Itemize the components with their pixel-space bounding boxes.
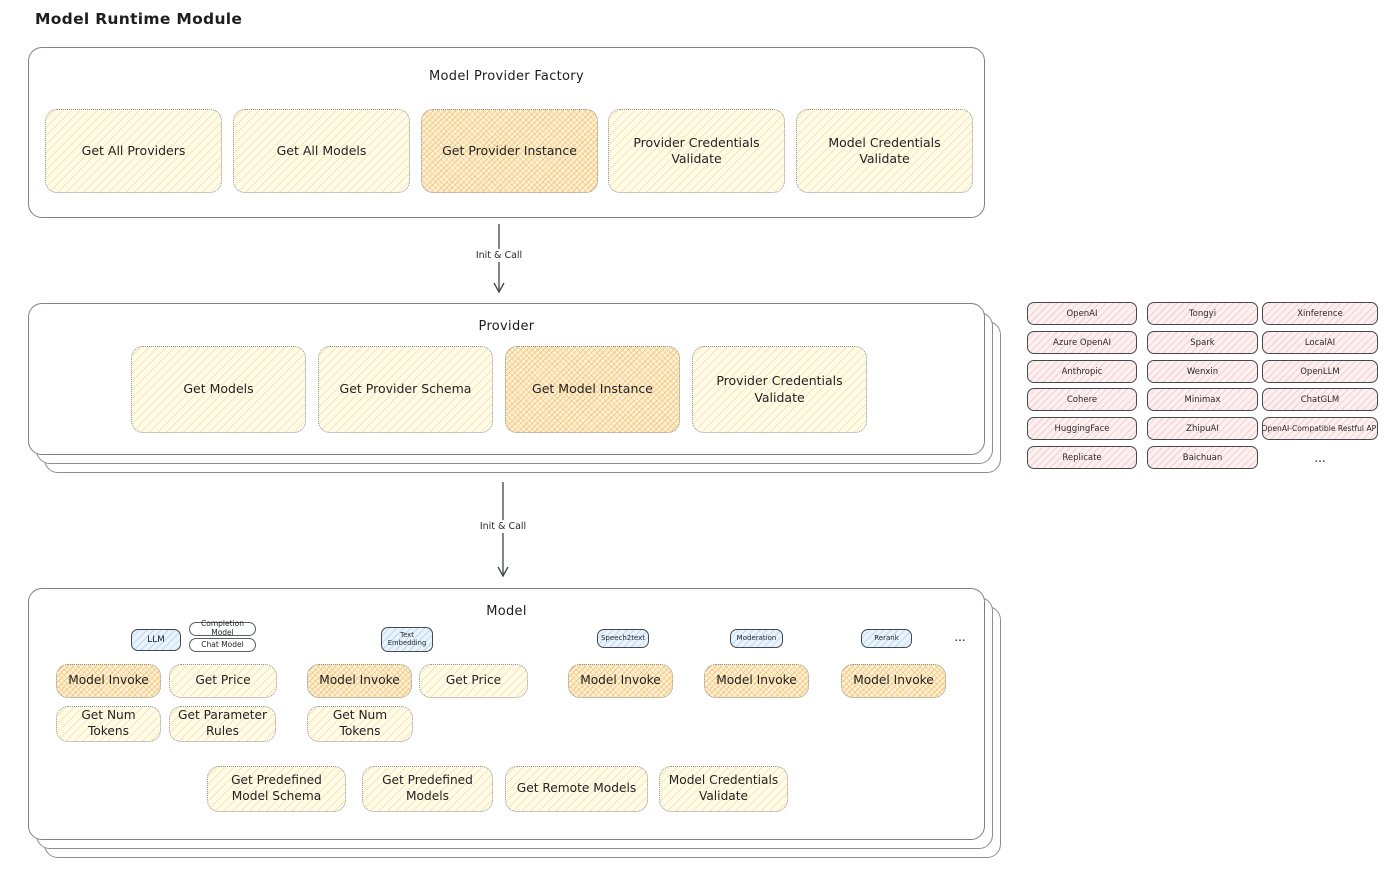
model-op-get-num-tokens-2-1: Get Num Tokens — [56, 706, 161, 742]
model-tag-dots: ... — [954, 630, 966, 645]
provider-item-cohere: Cohere — [1027, 388, 1137, 411]
factory-title: Model Provider Factory — [429, 69, 584, 84]
model-tag-chat-model: Chat Model — [189, 638, 256, 652]
provider-item-spark: Spark — [1147, 331, 1258, 354]
provider-item-minimax: Minimax — [1147, 388, 1258, 411]
model-op-model-credentials-validate-3-4: Model Credentials Validate — [659, 766, 788, 812]
model-tag-speech2text: Speech2text — [597, 629, 649, 648]
model-tag-rerank: Rerank — [861, 629, 912, 648]
provider-item-xinference: Xinference — [1262, 302, 1378, 325]
provider-item-openai: OpenAI — [1027, 302, 1137, 325]
model-op-model-invoke-1-5: Model Invoke — [568, 664, 673, 698]
provider-item-anthropic: Anthropic — [1027, 360, 1137, 383]
model-title: Model — [486, 604, 527, 619]
provider-item-huggingface: HuggingFace — [1027, 417, 1137, 440]
factory-op-model-credentials-validate: Model Credentials Validate — [796, 109, 973, 193]
provider-item-dots: ... — [1314, 450, 1326, 465]
provider-op-get-model-instance: Get Model Instance — [505, 346, 680, 433]
provider-to-model-arrow-label: Init & Call — [466, 520, 540, 533]
model-op-model-invoke-1-6: Model Invoke — [704, 664, 809, 698]
provider-op-get-provider-schema: Get Provider Schema — [318, 346, 493, 433]
model-op-get-predefined-model-schema-3-1: Get Predefined Model Schema — [207, 766, 346, 812]
model-tag-llm: LLM — [131, 629, 181, 651]
provider-item-openllm: OpenLLM — [1262, 360, 1378, 383]
page-title: Model Runtime Module — [35, 10, 243, 28]
provider-item-chatglm: ChatGLM — [1262, 388, 1378, 411]
provider-item-zhipuai: ZhipuAI — [1147, 417, 1258, 440]
provider-item-tongyi: Tongyi — [1147, 302, 1258, 325]
provider-item-openai-compatible-restful-api: OpenAI-Compatible Restful API — [1262, 417, 1378, 440]
model-op-model-invoke-1-1: Model Invoke — [56, 664, 161, 698]
factory-op-get-all-models: Get All Models — [233, 109, 410, 193]
model-op-get-predefined-models-3-2: Get Predefined Models — [362, 766, 493, 812]
provider-item-wenxin: Wenxin — [1147, 360, 1258, 383]
model-op-get-price-1-4: Get Price — [419, 664, 528, 698]
model-tag-text-embedding: Text Embedding — [381, 627, 433, 652]
provider-to-model-arrow — [495, 482, 511, 586]
model-op-model-invoke-1-7: Model Invoke — [841, 664, 946, 698]
provider-item-localai: LocalAI — [1262, 331, 1378, 354]
provider-item-baichuan: Baichuan — [1147, 446, 1258, 469]
model-op-model-invoke-1-3: Model Invoke — [307, 664, 412, 698]
model-tag-moderation: Moderation — [730, 629, 783, 648]
factory-op-get-provider-instance: Get Provider Instance — [421, 109, 598, 193]
model-op-get-price-1-2: Get Price — [169, 664, 277, 698]
factory-op-get-all-providers: Get All Providers — [45, 109, 222, 193]
provider-op-get-models: Get Models — [131, 346, 306, 433]
factory-to-provider-arrow-label: Init & Call — [462, 249, 536, 262]
model-op-get-remote-models-3-3: Get Remote Models — [505, 766, 648, 812]
provider-op-provider-credentials-validate: Provider Credentials Validate — [692, 346, 867, 433]
model-provider-factory-section: Model Provider Factory Get All Providers… — [28, 47, 985, 218]
model-op-get-num-tokens-2-3: Get Num Tokens — [307, 706, 413, 742]
provider-title: Provider — [478, 319, 535, 334]
provider-item-azure-openai: Azure OpenAI — [1027, 331, 1137, 354]
model-op-get-parameter-rules-2-2: Get Parameter Rules — [169, 706, 276, 742]
factory-to-provider-arrow — [491, 224, 507, 302]
provider-item-replicate: Replicate — [1027, 446, 1137, 469]
model-tag-completion-model: Completion Model — [189, 619, 256, 637]
factory-op-provider-credentials-validate: Provider Credentials Validate — [608, 109, 785, 193]
